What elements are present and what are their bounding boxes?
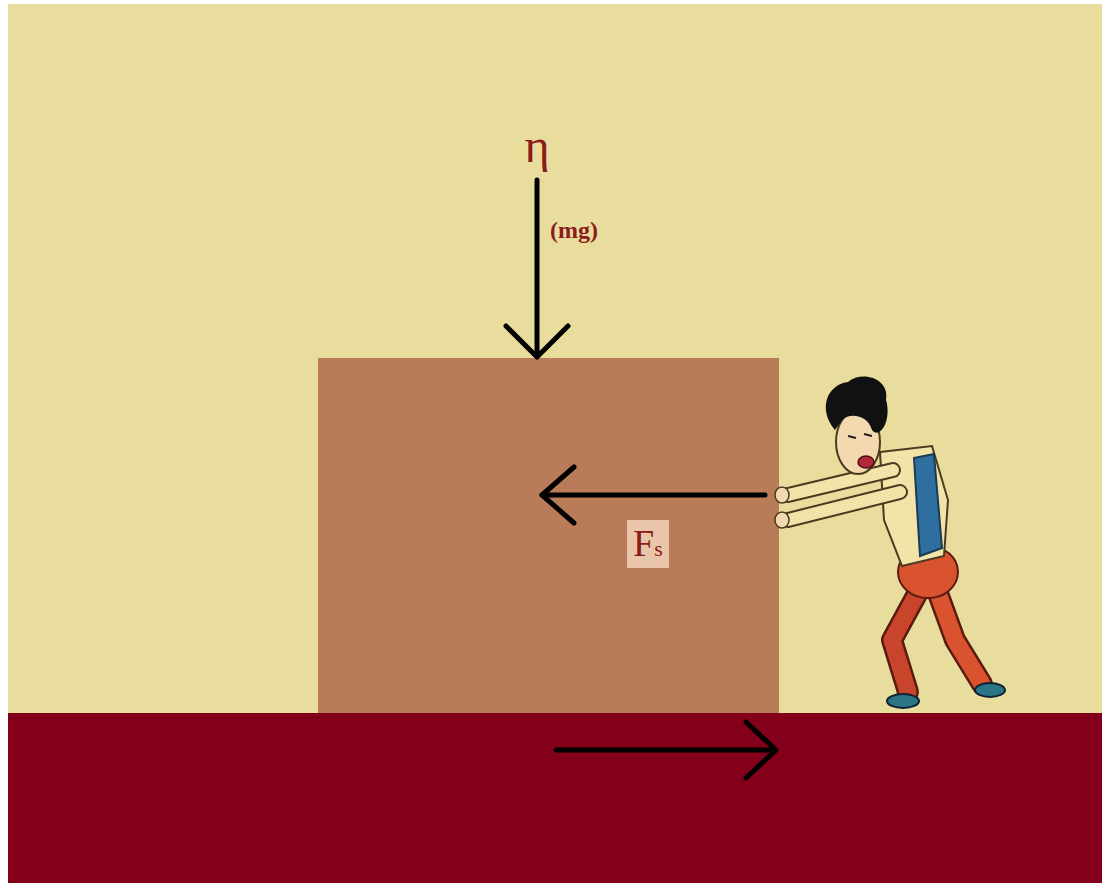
man-figure (775, 376, 1005, 708)
crate (318, 358, 779, 713)
floor (8, 713, 1102, 883)
force-arrow (542, 467, 765, 523)
weight-arrow (506, 180, 568, 357)
floor-arrow (556, 722, 776, 778)
force-formula: (mg) (550, 218, 598, 242)
force-symbol: η (524, 122, 549, 170)
force-label: Fs (627, 520, 669, 568)
background-wall (8, 4, 1102, 883)
